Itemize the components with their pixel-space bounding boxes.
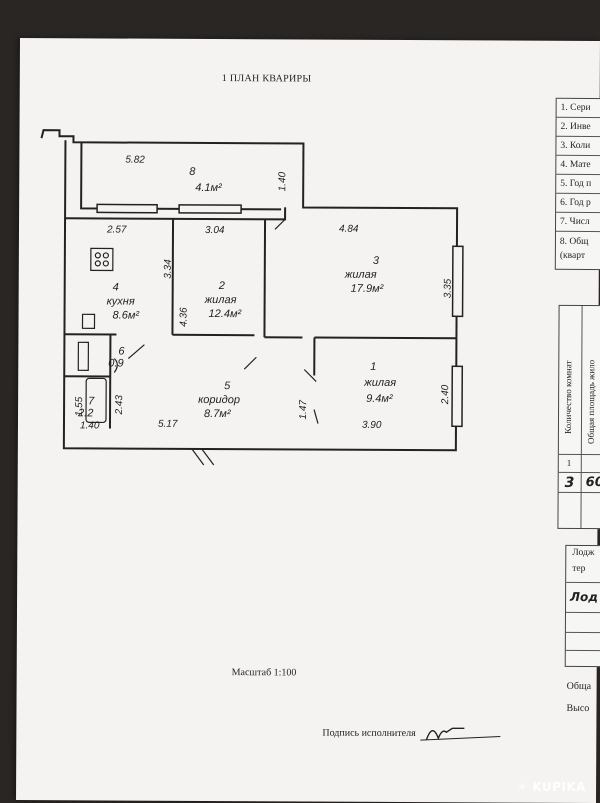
room-8-area: 4.1м²	[195, 182, 222, 194]
total-area-value: 60	[586, 475, 600, 490]
loggia-subheader: тер	[572, 564, 585, 574]
dim-2-43: 2.43	[114, 395, 125, 416]
room-3-number: 3	[373, 255, 380, 267]
info-table: 1. Сери 2. Инве 3. Коли 4. Мате 5. Год п…	[555, 98, 600, 270]
footer-height: Высо	[566, 703, 589, 714]
room-4-name: кухня	[107, 295, 135, 307]
loggia-value: Лод	[570, 590, 598, 604]
room-1-number: 1	[370, 361, 376, 373]
dim-1-47: 1.47	[298, 400, 309, 420]
room-5-area: 8.7м²	[204, 408, 231, 420]
room-6-area: 0.9	[108, 357, 123, 369]
table-row: 8. Общ(кварт	[556, 232, 600, 268]
table-row: 4. Мате	[556, 156, 600, 175]
room-1-area: 9.4м²	[366, 393, 393, 405]
room-2-name: жилая	[204, 294, 237, 306]
signature-label: Подпись исполнителя	[322, 728, 415, 739]
watermark-icon: ✳	[517, 780, 528, 794]
room-8-number: 8	[189, 166, 196, 178]
scale-label: Масштаб 1:100	[232, 667, 297, 678]
room-3-area: 17.9м²	[351, 283, 384, 295]
rooms-table: Количество комнат Общая площадь жило 1 3…	[557, 305, 600, 529]
document-page: 1 ПЛАН КВАРИРЫ	[16, 38, 600, 803]
column-header-rooms: Количество комнат	[563, 361, 573, 434]
dim-4-36: 4.36	[178, 307, 189, 327]
rooms-count-value: 3	[565, 475, 575, 491]
dim-1-40-bath: 1.40	[80, 420, 100, 431]
table-row: 3. Коли	[556, 137, 600, 156]
dim-3-34: 3.34	[163, 259, 174, 279]
table-row: 2. Инве	[556, 118, 600, 137]
room-5-name: коридор	[198, 394, 240, 406]
dim-5-82: 5.82	[125, 155, 145, 166]
loggia-table: Лодж тер Лод	[565, 545, 600, 667]
table-row: 1. Сери	[557, 99, 600, 118]
dim-2-40: 2.40	[440, 384, 451, 405]
dim-5-17: 5.17	[158, 419, 178, 430]
dim-2-57: 2.57	[106, 224, 127, 235]
table-row: 7. Числ	[556, 213, 600, 232]
column-header-area: Общая площадь жило	[586, 360, 596, 444]
kupika-watermark: ✳ KUPIKA	[517, 780, 586, 794]
dim-3-35: 3.35	[443, 278, 454, 298]
room-2-number: 2	[218, 280, 225, 292]
room-3-name: жилая	[344, 269, 377, 281]
footer-total-area: Обща	[567, 681, 592, 692]
room-1-name: жилая	[363, 377, 396, 389]
dim-4-84: 4.84	[339, 224, 359, 235]
room-2-area: 12.4м²	[209, 308, 242, 320]
loggia-header: Лодж	[572, 548, 594, 558]
room-4-number: 4	[113, 281, 119, 293]
room-4-area: 8.6м²	[113, 309, 140, 321]
room-5-number: 5	[224, 380, 231, 392]
floor-plan: 8 4.1м² 4 кухня 8.6м² 2 жилая 12.4м² 3 ж…	[16, 38, 600, 803]
dim-1-55: 1.55	[74, 396, 85, 416]
table-row: 5. Год п	[556, 175, 600, 194]
column-number: 1	[567, 458, 572, 468]
table-row: 6. Год р	[556, 194, 600, 213]
dim-3-04: 3.04	[205, 225, 225, 236]
room-6-number: 6	[118, 346, 125, 358]
room-7-number: 7	[88, 395, 95, 407]
dim-1-40-balcony: 1.40	[277, 171, 288, 191]
dim-3-90: 3.90	[362, 420, 382, 431]
